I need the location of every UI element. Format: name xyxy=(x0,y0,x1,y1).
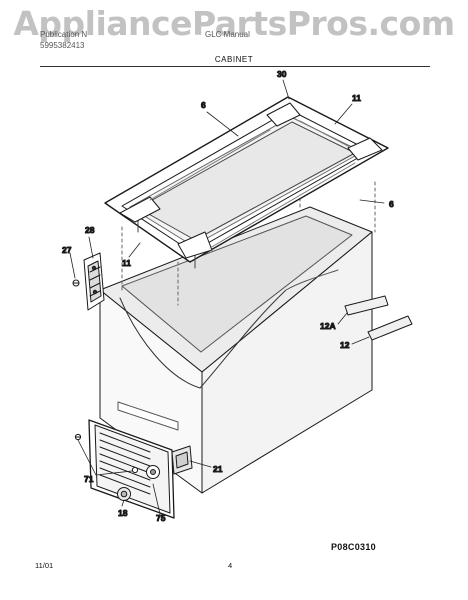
hinge-assembly xyxy=(83,252,105,311)
callout-27: 27 xyxy=(62,245,72,255)
callout-labels: 30 6 11 6 28 27 11 12A 12 21 71 18 75 xyxy=(62,69,395,524)
callout-12a: 12A xyxy=(320,321,336,331)
callout-75: 75 xyxy=(156,513,166,523)
callout-28: 28 xyxy=(85,225,95,235)
breaker-strip-frame xyxy=(104,96,389,269)
callout-21: 21 xyxy=(213,464,223,474)
warning-labels xyxy=(344,295,413,341)
callout-18: 18 xyxy=(118,508,128,518)
thermostat-bracket xyxy=(117,401,193,475)
callout-11-left: 11 xyxy=(122,258,131,268)
callout-71: 71 xyxy=(84,474,94,484)
callout-12: 12 xyxy=(340,340,350,350)
header-rule xyxy=(40,66,430,67)
watermark-logo: AppliancePartsPros.com xyxy=(13,4,455,43)
page-title: CABINET xyxy=(214,55,254,64)
drawing-code: P08C0310 xyxy=(331,542,376,552)
footer-date: 11/01 xyxy=(35,561,54,570)
grille-screws xyxy=(74,433,139,474)
callout-30: 30 xyxy=(277,69,287,79)
header-manual: GLC Manual xyxy=(205,30,250,39)
callout-6-top: 6 xyxy=(201,100,206,110)
callout-11-top: 11 xyxy=(352,93,361,103)
leader-lines xyxy=(69,79,385,515)
cabinet-body xyxy=(99,149,376,494)
header-publication: Publication N xyxy=(40,30,88,39)
header-publication-number: 5995382413 xyxy=(40,41,85,50)
hinge-screw xyxy=(72,279,80,287)
thermostat-knob xyxy=(117,487,131,501)
callout-6-right: 6 xyxy=(389,199,394,209)
footer-page-number: 4 xyxy=(228,561,233,570)
